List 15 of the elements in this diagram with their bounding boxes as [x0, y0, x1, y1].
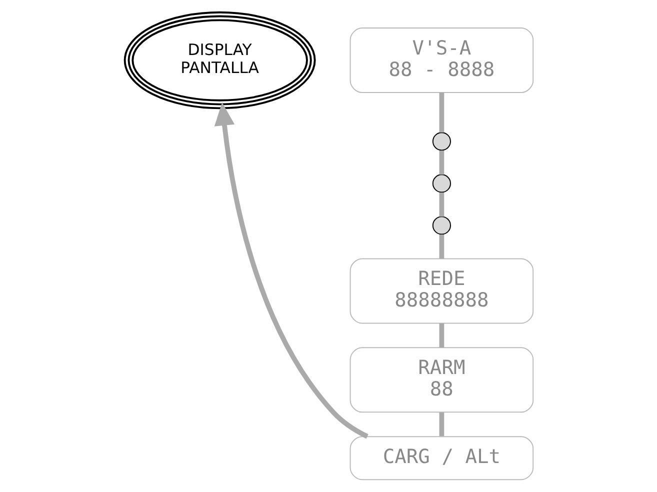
node-circle: [432, 174, 450, 193]
node-ellipse: DISPLAY PANTALLA: [123, 11, 316, 110]
connector: [438, 192, 444, 217]
node-box: RARM 88: [349, 347, 534, 413]
node-circle: [432, 132, 450, 151]
node-box: CARG / ALt: [349, 436, 534, 480]
connector: [438, 323, 444, 348]
connector: [438, 150, 444, 175]
node-circle: [432, 216, 450, 235]
connector: [438, 234, 444, 259]
arrow: [214, 102, 368, 439]
node-box: REDE 88888888: [349, 258, 534, 324]
node-box: V'S-A 88 - 8888: [349, 28, 534, 94]
connector: [438, 412, 444, 436]
connector: [438, 92, 444, 132]
